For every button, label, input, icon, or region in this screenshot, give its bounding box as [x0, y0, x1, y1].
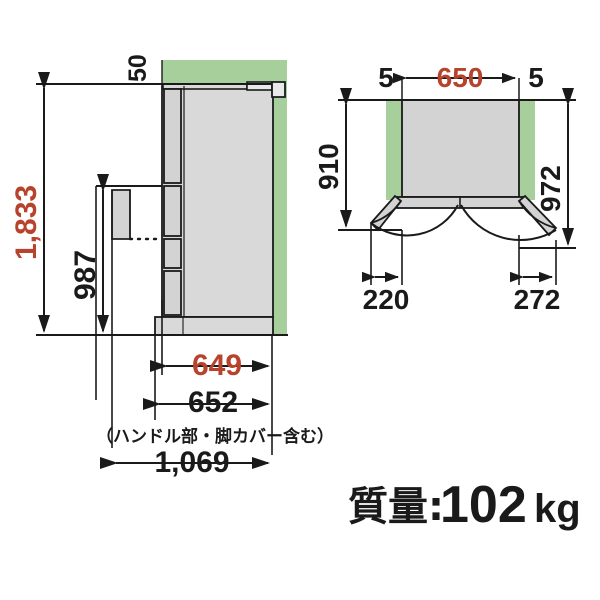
- right-clearance-zone: [519, 100, 535, 200]
- top-view-group: 650 5 5 910 972 220 272: [313, 62, 576, 315]
- dim-door-open-depth: 1,069: [154, 446, 229, 479]
- dim-right-door-width: 272: [514, 284, 561, 315]
- handle-cover-note: （ハンドル部・脚カバー含む）: [96, 426, 334, 447]
- mass-unit: kg: [534, 487, 581, 531]
- rear-projection: [271, 81, 286, 98]
- dim-left-door-width: 220: [363, 284, 410, 315]
- dim-right-clearance: 5: [528, 62, 544, 93]
- drawer-panel-3: [163, 270, 182, 316]
- drawer-panel-1: [163, 185, 182, 237]
- dim-body-depth: 649: [192, 349, 242, 382]
- dim-depth-910: 910: [313, 143, 344, 190]
- dim-top-clearance: 50: [124, 54, 152, 82]
- left-door-hinge-arc-inner: [370, 200, 402, 224]
- leg-cover: [154, 316, 274, 336]
- drawer-panel-2: [163, 238, 182, 269]
- dim-body-width: 650: [437, 62, 484, 93]
- right-door-hinge-arc-inner: [518, 200, 557, 229]
- cabinet-footprint: [401, 99, 520, 198]
- open-drawer-front: [111, 189, 131, 240]
- dim-counter-height: 987: [69, 250, 102, 300]
- dim-left-clearance: 5: [378, 62, 394, 93]
- mass-spec-group: 質量: 102 kg: [348, 476, 581, 534]
- mass-label: 質量:: [348, 484, 444, 530]
- rear-clearance-zone: [272, 60, 287, 335]
- dim-total-height: 1,833: [10, 185, 43, 260]
- mass-value: 102: [440, 476, 527, 534]
- side-view-group: 50 1,833 987 649 652 （ハンドル部・脚カバー含む） 1,06…: [10, 54, 334, 479]
- dim-depth-with-handle: 652: [188, 386, 238, 419]
- right-door-swing-arc: [460, 204, 557, 241]
- left-clearance-zone: [386, 100, 402, 200]
- door-panel-upper: [163, 88, 182, 184]
- dim-depth-972: 972: [535, 165, 566, 212]
- top-clearance-zone: [162, 60, 287, 84]
